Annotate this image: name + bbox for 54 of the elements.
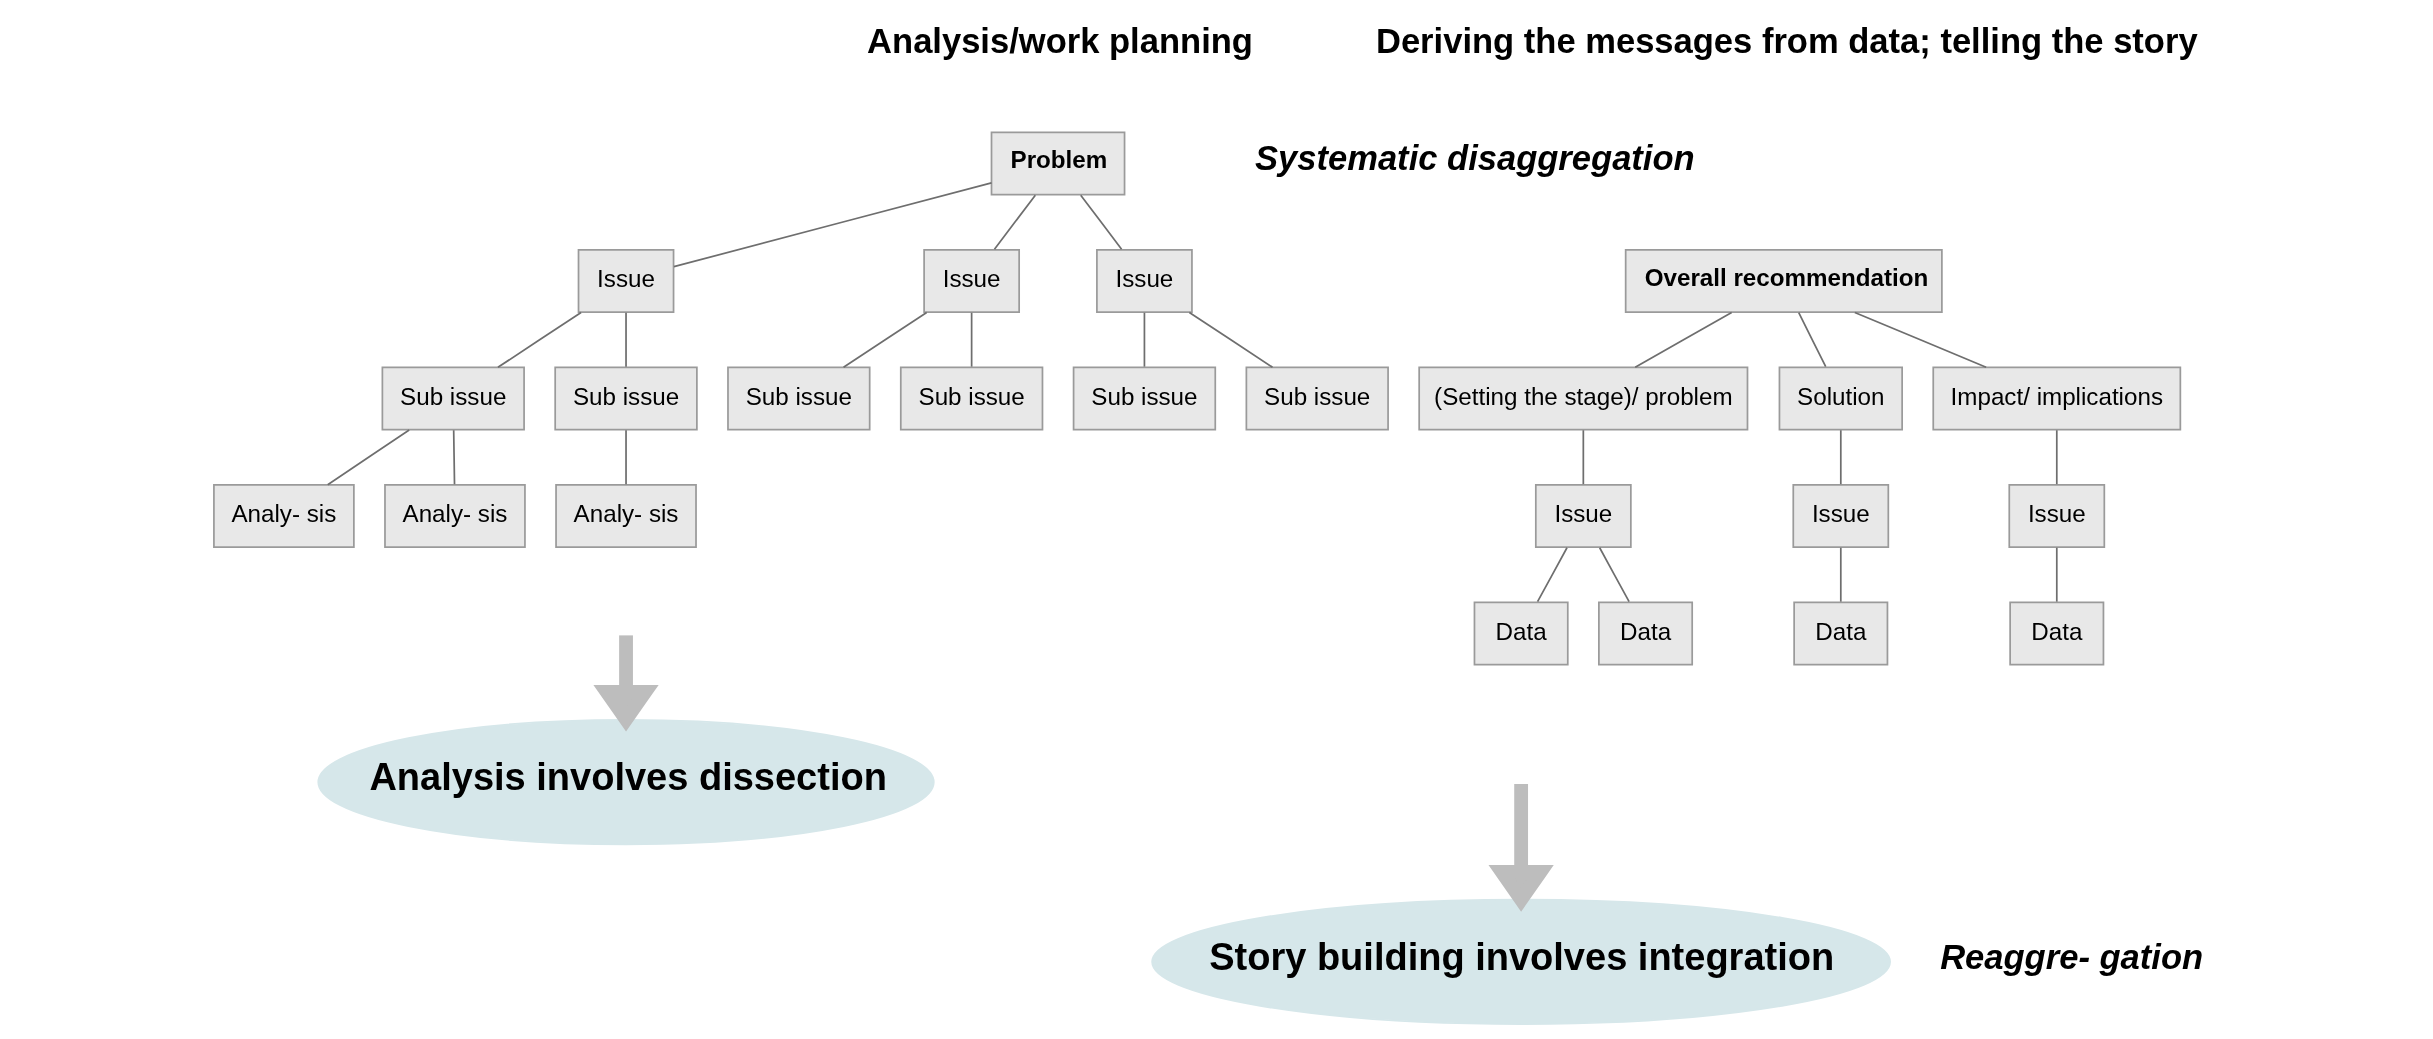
node-box: Overall recommendation [1624,249,1943,313]
node-ellipse: Analysis involves dissection [316,719,935,846]
connector [1598,546,1630,603]
node-box: Sub issue [1072,366,1216,431]
connector [496,311,582,369]
node-box: Sub issue [381,366,525,431]
connector [326,429,410,486]
node-box: Issue [2007,484,2105,548]
connector [1536,546,1568,603]
connector [452,429,455,486]
node-box: Solution [1778,366,1903,431]
connector [672,181,992,268]
arrow [592,635,659,732]
node-box: Issue [1534,484,1632,548]
node-box: Issue [1791,484,1889,548]
node-box: Analy- sis [383,484,526,548]
label: Deriving the messages from data; telling the story [1375,21,2198,60]
connector [1581,429,1584,486]
connector [1079,194,1122,251]
connector [970,311,972,368]
connector [993,194,1036,251]
node-box: Issue [1095,249,1193,313]
node-box: Data [1597,601,1693,666]
label: Reaggre- gation [1939,937,2203,976]
node-ellipse: Story building involves integration [1150,898,1891,1025]
node-box: Sub issue [899,366,1043,431]
connector [1797,311,1827,368]
connector [1633,311,1732,369]
node-box: Sub issue [726,366,871,431]
node-box: Sub issue [553,366,698,431]
connector [1143,311,1145,368]
node-box: Issue [577,249,674,313]
connector [1188,311,1273,369]
connector [2055,546,2058,603]
connector [1853,311,1987,369]
node-box: Analy- sis [554,484,697,548]
connector [1839,546,1842,603]
node-box: Issue [922,249,1020,313]
node-box: Analy- sis [212,484,355,548]
node-box: Sub issue [1245,366,1389,431]
connector [2055,429,2058,486]
connector [842,311,928,369]
label: Systematic disaggregation [1254,139,1695,178]
label: Analysis/work planning [866,21,1253,60]
node-box: Problem [990,131,1125,196]
node-box: Data [2008,601,2104,666]
connector [624,311,627,368]
arrow [1488,784,1554,912]
node-box: Impact/ implications [1931,366,2181,431]
node-box: Data [1792,601,1888,666]
node-box: (Setting the stage)/ problem [1417,366,1748,431]
connector [1839,429,1842,486]
node-box: Data [1473,601,1569,666]
connector [624,429,627,486]
